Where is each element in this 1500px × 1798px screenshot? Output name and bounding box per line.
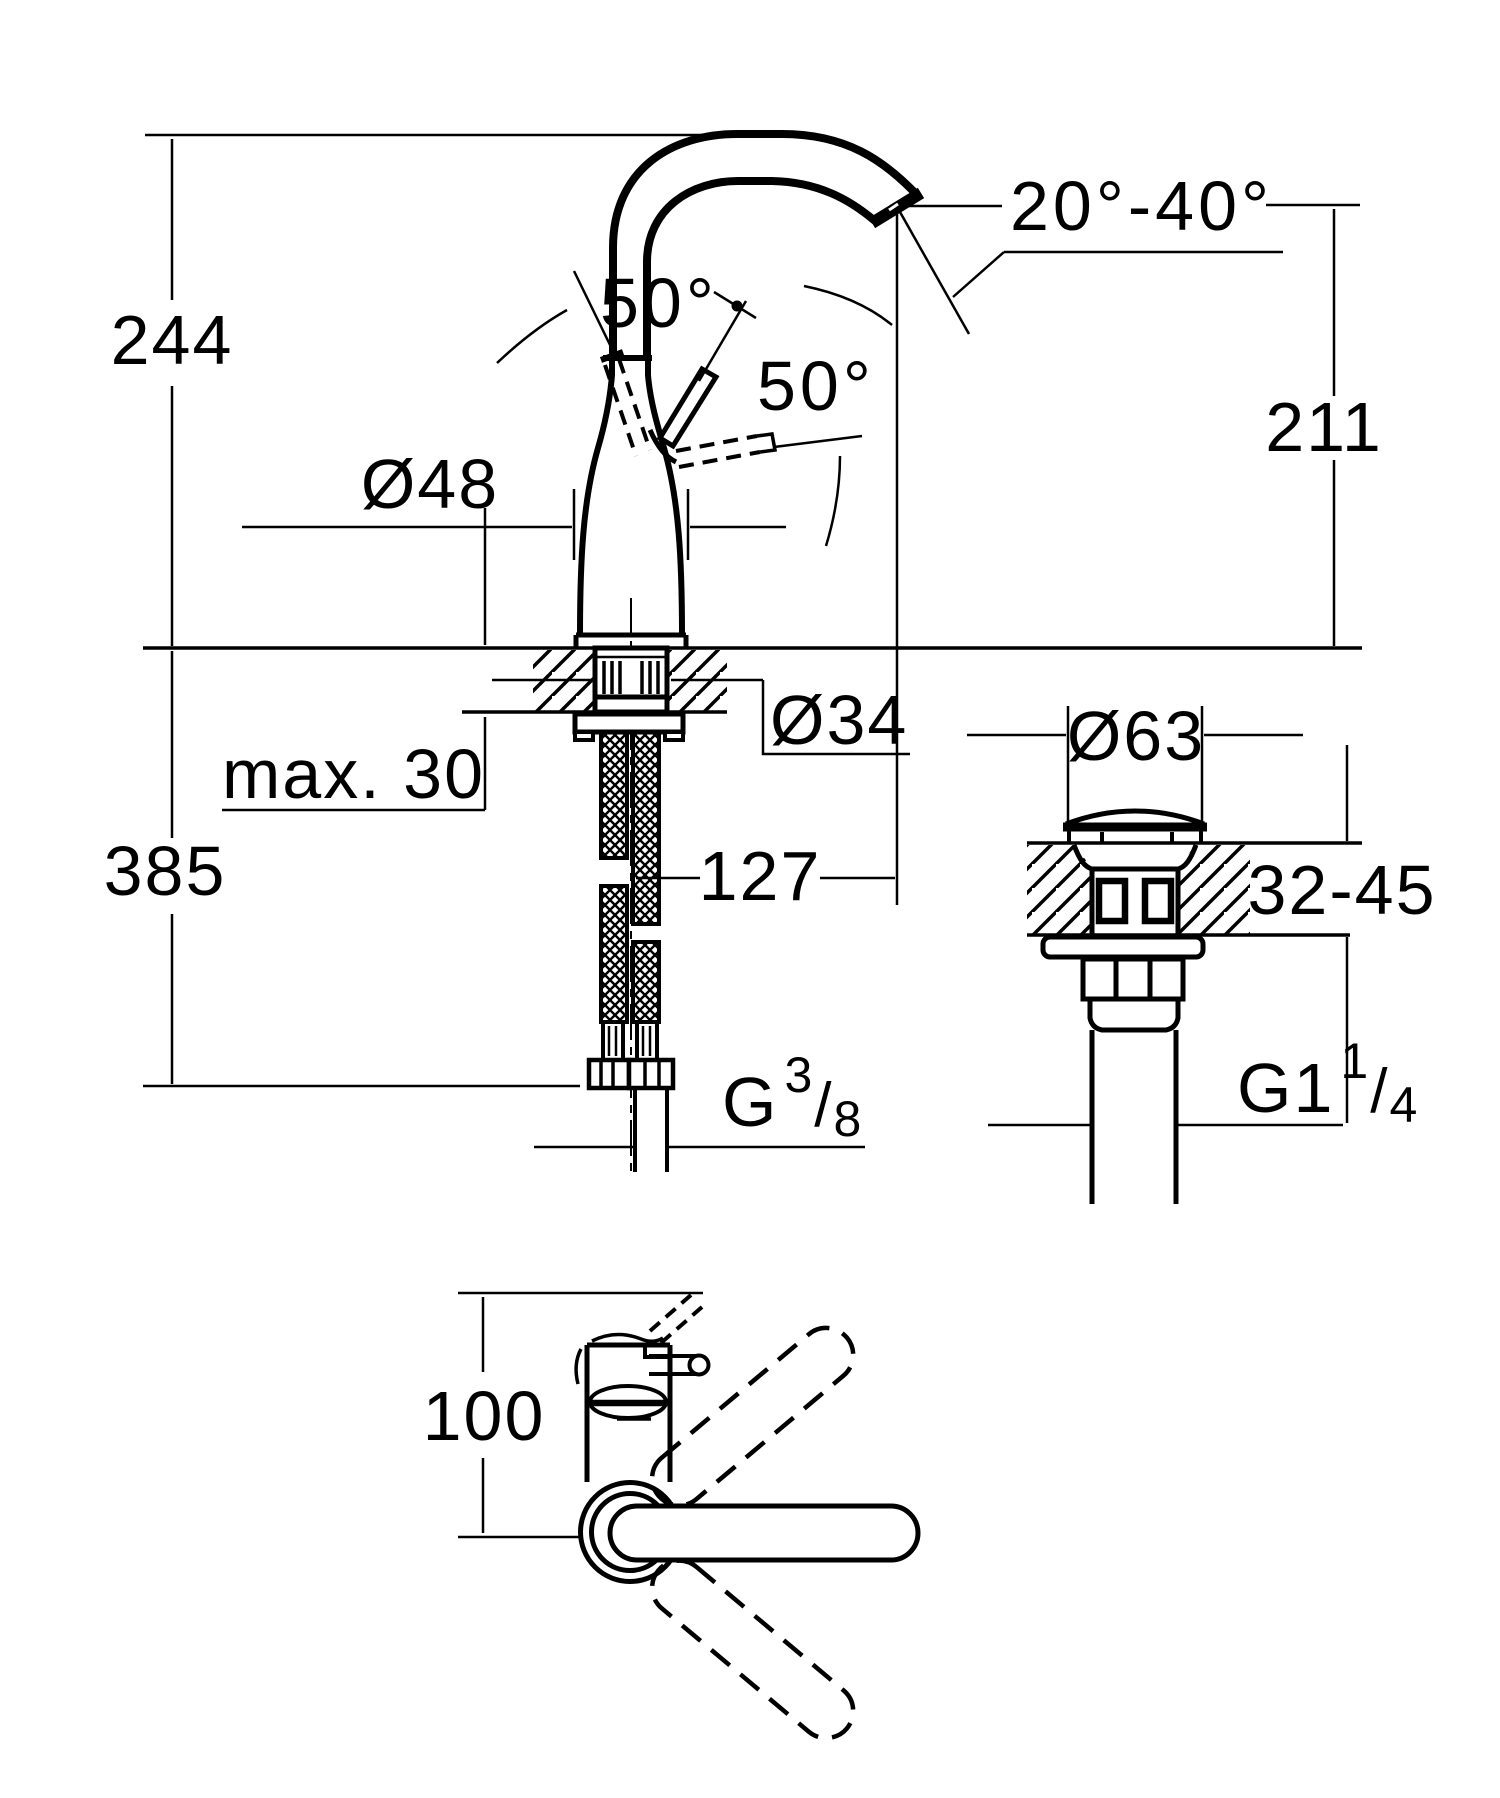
plan-body	[574, 1332, 673, 1482]
plan-view: 100	[423, 1291, 921, 1741]
dim-waste-cap-diameter: Ø63	[967, 697, 1303, 824]
dim-outlet-height: 211	[1265, 203, 1383, 646]
dim-max30-label: max. 30	[222, 735, 485, 813]
mounting-washer	[572, 711, 686, 742]
dim-385-label: 385	[104, 832, 227, 910]
dim-100-label: 100	[423, 1377, 546, 1455]
supply-hoses	[599, 710, 661, 1024]
waste-deck-hatch	[1027, 841, 1362, 937]
dim-max-deck-thickness: max. 30	[222, 508, 487, 813]
dim-50-upper-label: 50°	[600, 264, 718, 342]
dim-d63-label: Ø63	[1067, 697, 1205, 775]
dim-211-label: 211	[1265, 388, 1383, 466]
dim-depth-below-deck: 385	[104, 651, 580, 1088]
lever-alt-positions	[599, 349, 863, 469]
dim-d48-label: Ø48	[361, 445, 499, 523]
dim-244-label: 244	[111, 301, 234, 379]
dim-plan-height: 100	[423, 1291, 703, 1539]
dim-d34-label: Ø34	[770, 681, 908, 759]
dim-20-40-label: 20°-40°	[1010, 167, 1273, 245]
dim-32-45-label: 32-45	[1247, 851, 1436, 929]
dim-50-right-label: 50°	[757, 347, 875, 425]
hose-fittings	[586, 1020, 676, 1172]
dim-spout-reach: 127	[636, 213, 899, 915]
plan-spout-swivel-range	[649, 1325, 856, 1741]
dim-shank-diameter: Ø34	[492, 678, 910, 759]
mounting-shank	[592, 645, 670, 715]
plan-spout-bar	[607, 1503, 921, 1563]
faucet-body	[573, 355, 689, 648]
plan-lever-pin	[648, 1293, 711, 1377]
dim-outlet-angle: 20°-40°	[898, 167, 1283, 335]
spout-outlet-face	[868, 187, 925, 229]
dim-waste-deck-range: 32-45	[1247, 745, 1436, 1123]
lever-handle	[656, 365, 720, 450]
side-view: 244 385 max. 30 Ø48 Ø	[104, 130, 1383, 1178]
dim-127-label: 127	[699, 837, 822, 915]
angle-construction	[496, 270, 893, 547]
dim-body-diameter: Ø48	[242, 445, 786, 560]
spout	[609, 130, 925, 360]
dim-height-above-deck: 244	[111, 133, 705, 646]
waste-valve-body	[1040, 808, 1207, 1204]
